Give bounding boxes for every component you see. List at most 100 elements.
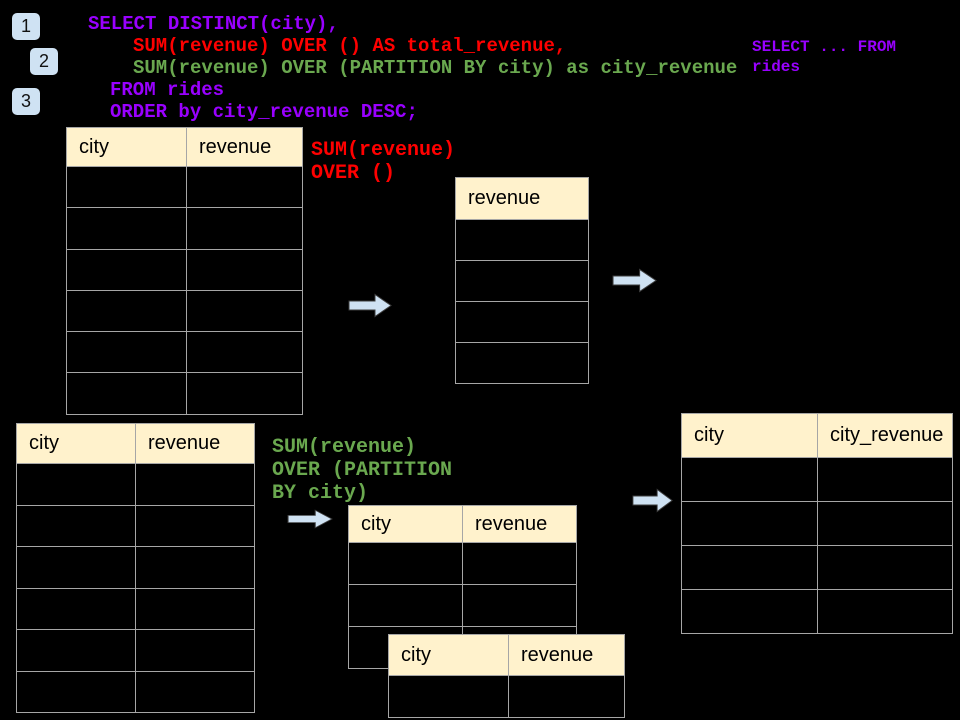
table-cell [818, 502, 953, 546]
column-header: city [389, 635, 509, 676]
table-cell [187, 332, 303, 374]
annotation-total-line-2: OVER () [311, 162, 396, 185]
table-cell [136, 630, 255, 672]
table-cell [187, 167, 303, 209]
step-badge-2: 2 [30, 48, 58, 75]
table-row [456, 343, 589, 384]
table-cell [818, 458, 953, 502]
arrow-right-icon-1 [348, 293, 392, 318]
annotation-partition-line-2: OVER (PARTITION [272, 459, 453, 482]
table-cell [463, 585, 577, 627]
table-row [67, 373, 303, 415]
table-row [67, 290, 303, 333]
column-header: city [17, 424, 136, 464]
step-badge-3: 3 [12, 88, 40, 115]
table-cell [67, 208, 187, 250]
table-cell [456, 220, 589, 261]
table-cell [187, 249, 303, 291]
table-row [67, 208, 303, 250]
table-cell [818, 546, 953, 590]
column-header: city [67, 128, 187, 167]
table-cell [67, 373, 187, 415]
column-header: city [349, 506, 463, 543]
column-header: city [682, 414, 818, 458]
table-cell [682, 502, 818, 546]
table-cell [389, 676, 509, 718]
column-header: revenue [456, 178, 589, 220]
table-row [349, 543, 577, 585]
table-cell [187, 290, 303, 333]
arrow-right-icon-2 [612, 268, 657, 293]
table-cell [17, 630, 136, 672]
sql-line-partition: SUM(revenue) OVER (PARTITION BY city) as… [133, 57, 738, 79]
column-header: city_revenue [818, 414, 953, 458]
table-row [682, 502, 953, 546]
table-row [17, 547, 255, 589]
table-cell [136, 505, 255, 547]
table-cell [67, 249, 187, 291]
column-header: revenue [187, 128, 303, 167]
table-cell [682, 458, 818, 502]
table-cell [456, 343, 589, 384]
table-row [349, 585, 577, 627]
arrow-right-icon-3 [287, 509, 333, 529]
table-cell [682, 590, 818, 634]
table-cell [136, 547, 255, 589]
table-total-revenue: revenue [455, 177, 589, 384]
table-row [17, 630, 255, 672]
table-cell [136, 671, 255, 713]
table-row [682, 546, 953, 590]
table-cell [67, 167, 187, 209]
table-cell [17, 547, 136, 589]
table-cell [187, 373, 303, 415]
table-cell [67, 332, 187, 374]
annotation-partition-line-3: BY city) [272, 482, 369, 505]
table-header-row: revenue [456, 178, 589, 220]
table-row [17, 464, 255, 506]
table-row [456, 261, 589, 302]
table-cell [67, 290, 187, 333]
column-header: revenue [463, 506, 577, 543]
table-cell [136, 464, 255, 506]
table-cell [818, 590, 953, 634]
table-row [456, 302, 589, 343]
sql-line-total: SUM(revenue) OVER () AS total_revenue, [133, 35, 567, 57]
side-note-line-1: SELECT ... FROM [752, 38, 897, 56]
sql-line-select: SELECT DISTINCT(city), [88, 13, 339, 35]
table-row [389, 676, 625, 718]
column-header: revenue [509, 635, 625, 676]
table-row [67, 332, 303, 374]
table-cell [349, 543, 463, 585]
table-cell [456, 261, 589, 302]
table-row [67, 167, 303, 209]
table-cell [17, 464, 136, 506]
table-cell [17, 505, 136, 547]
table-cell [456, 302, 589, 343]
sql-line-order: ORDER by city_revenue DESC; [110, 101, 418, 123]
table-row [456, 220, 589, 261]
arrow-right-icon-4 [632, 488, 673, 513]
table-row [17, 505, 255, 547]
table-cell [349, 585, 463, 627]
table-row [17, 671, 255, 713]
table-cell [136, 588, 255, 630]
table-cell [682, 546, 818, 590]
column-header: revenue [136, 424, 255, 464]
annotation-partition-line-1: SUM(revenue) [272, 436, 417, 459]
table-cell [17, 588, 136, 630]
table-cell [187, 208, 303, 250]
table-row [17, 588, 255, 630]
table-cell [463, 543, 577, 585]
sql-line-from: FROM rides [110, 79, 225, 101]
table-cell [509, 676, 625, 718]
